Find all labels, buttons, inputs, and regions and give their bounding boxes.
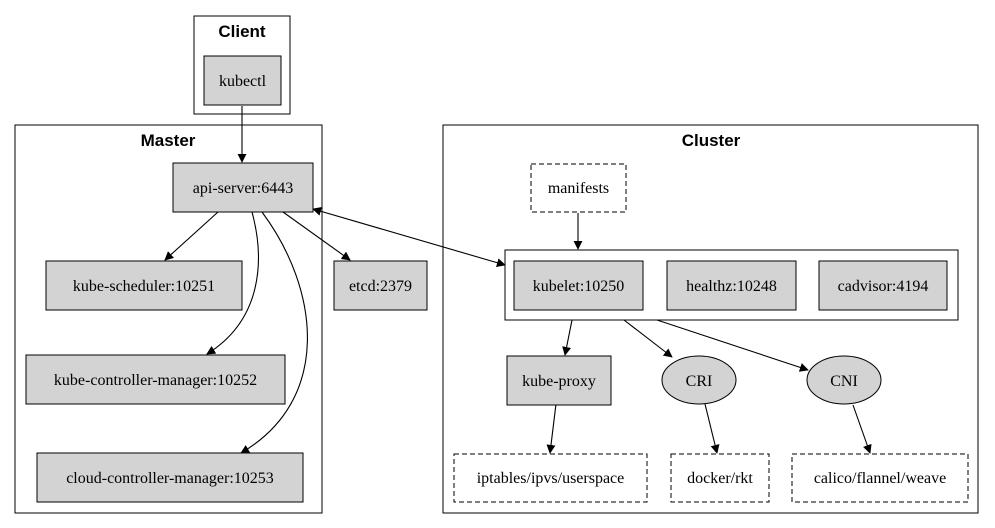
edge-kubelet-cni	[656, 319, 809, 372]
node-kube-controller-manager: kube-controller-manager:10252	[25, 354, 286, 405]
node-api-server: api-server:6443	[172, 162, 314, 213]
edge-cni-calico	[852, 404, 872, 454]
node-cri: CRI	[661, 355, 737, 405]
kubelet-group-box	[504, 249, 959, 321]
node-kube-proxy: kube-proxy	[506, 355, 612, 406]
node-kube-scheduler: kube-scheduler:10251	[45, 260, 243, 311]
worker-cluster-title: Cluster	[682, 131, 741, 150]
node-kube-controller-manager-label: kube-controller-manager:10252	[54, 372, 257, 389]
node-calico: calico/flannel/weave	[791, 453, 969, 503]
worker-cluster: Cluster	[442, 124, 979, 514]
edge-cri-docker	[704, 403, 720, 454]
edge-kubelet-cri	[623, 319, 673, 358]
node-cadvisor-label: cadvisor:4194	[838, 278, 929, 295]
node-api-server-label: api-server:6443	[193, 180, 293, 197]
node-healthz-label: healthz:10248	[686, 278, 777, 295]
master-cluster: Master	[14, 124, 323, 514]
node-iptables-label: iptables/ipvs/userspace	[477, 470, 625, 487]
node-cadvisor: cadvisor:4194	[818, 260, 948, 311]
node-kubelet-label: kubelet:10250	[533, 278, 625, 295]
node-etcd-label: etcd:2379	[349, 278, 412, 295]
edges	[164, 106, 872, 454]
node-docker: docker/rkt	[670, 453, 770, 503]
node-cri-label: CRI	[686, 373, 713, 390]
node-calico-label: calico/flannel/weave	[814, 470, 946, 487]
node-cloud-controller-manager: cloud-controller-manager:10253	[36, 452, 304, 503]
node-cloud-controller-manager-label: cloud-controller-manager:10253	[66, 470, 274, 487]
node-manifests: manifests	[530, 163, 627, 213]
edge-api-server-kubelet	[312, 206, 506, 268]
node-etcd: etcd:2379	[333, 260, 428, 311]
node-kubectl-label: kubectl	[219, 73, 267, 90]
node-healthz: healthz:10248	[666, 260, 797, 311]
edge-api-server-kube-controller-manager	[206, 211, 259, 355]
edge-api-server-kube-scheduler	[164, 211, 219, 261]
node-manifests-label: manifests	[548, 180, 609, 197]
node-kube-proxy-label: kube-proxy	[522, 373, 596, 390]
node-docker-label: docker/rkt	[687, 470, 753, 487]
master-cluster-title: Master	[141, 131, 196, 150]
client-cluster-title: Client	[218, 22, 266, 41]
edge-kube-proxy-iptables	[546, 403, 557, 454]
node-cni-label: CNI	[830, 373, 858, 390]
edge-api-server-etcd	[282, 211, 351, 261]
node-kubelet: kubelet:10250	[513, 260, 644, 311]
node-kubectl: kubectl	[203, 55, 282, 106]
edge-kubelet-kube-proxy	[562, 319, 573, 356]
node-iptables: iptables/ipvs/userspace	[453, 453, 648, 503]
edge-api-server-cloud-controller-manager	[240, 211, 308, 454]
node-kube-scheduler-label: kube-scheduler:10251	[73, 278, 215, 295]
node-cni: CNI	[806, 355, 882, 405]
